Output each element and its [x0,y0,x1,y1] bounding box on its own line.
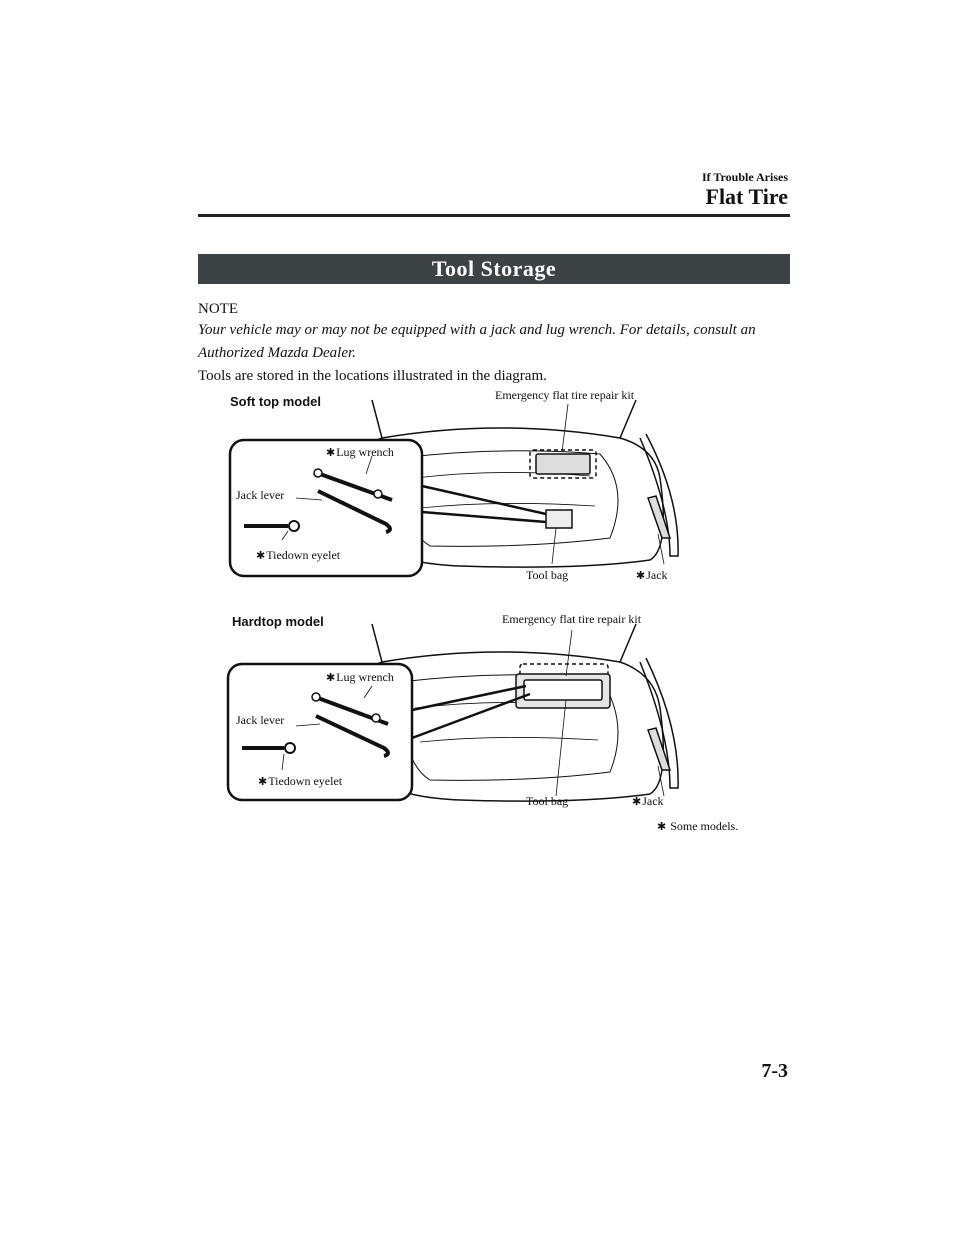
hardtop-tiedown-eyelet-label: ✱Tiedown eyelet [258,774,343,788]
asterisk-icon: ✱ [256,550,266,562]
hardtop-lug-wrench-label: ✱Lug wrench [326,670,394,684]
soft-top-tiedown-eyelet-label: ✱Tiedown eyelet [256,548,341,562]
footnote-text: Some models. [670,819,739,833]
section-header: If Trouble Arises [701,170,788,184]
hardtop-figure: Hardtop model Emergency flat tire repair… [200,612,760,832]
hardtop-jack-label: ✱Jack [632,794,664,808]
asterisk-icon: ✱ [657,821,667,833]
asterisk-icon: ✱ [326,447,336,459]
asterisk-icon: ✱ [326,672,336,684]
asterisk-icon: ✱ [258,776,268,788]
soft-top-jack-label: ✱Jack [636,568,668,582]
header-rule [198,214,790,217]
soft-top-jack-lever-label: Jack lever [236,488,285,502]
page-title: Flat Tire [705,184,789,209]
section-banner: Tool Storage [198,254,790,284]
soft-top-repair-kit-label: Emergency flat tire repair kit [495,388,635,402]
footnote: ✱ Some models. [657,819,738,834]
soft-top-figure: Soft top model Emergency flat tire repai… [200,388,760,588]
asterisk-icon: ✱ [636,570,646,582]
note-text: Your vehicle may or may not be equipped … [198,322,756,361]
intro-text: Tools are stored in the locations illust… [198,368,547,384]
soft-top-model-label: Soft top model [230,394,321,409]
hardtop-jack-lever-label: Jack lever [236,713,285,727]
asterisk-icon: ✱ [632,796,642,808]
hardtop-repair-kit-label: Emergency flat tire repair kit [502,612,642,626]
soft-top-tool-bag-label: Tool bag [526,568,569,582]
note-label: NOTE [198,301,238,317]
soft-top-illustration [228,399,679,578]
hardtop-illustration [226,623,679,802]
hardtop-tool-bag-label: Tool bag [526,794,569,808]
page-number: 7-3 [761,1060,788,1082]
soft-top-lug-wrench-label: ✱Lug wrench [326,445,394,459]
hardtop-model-label: Hardtop model [232,614,324,629]
